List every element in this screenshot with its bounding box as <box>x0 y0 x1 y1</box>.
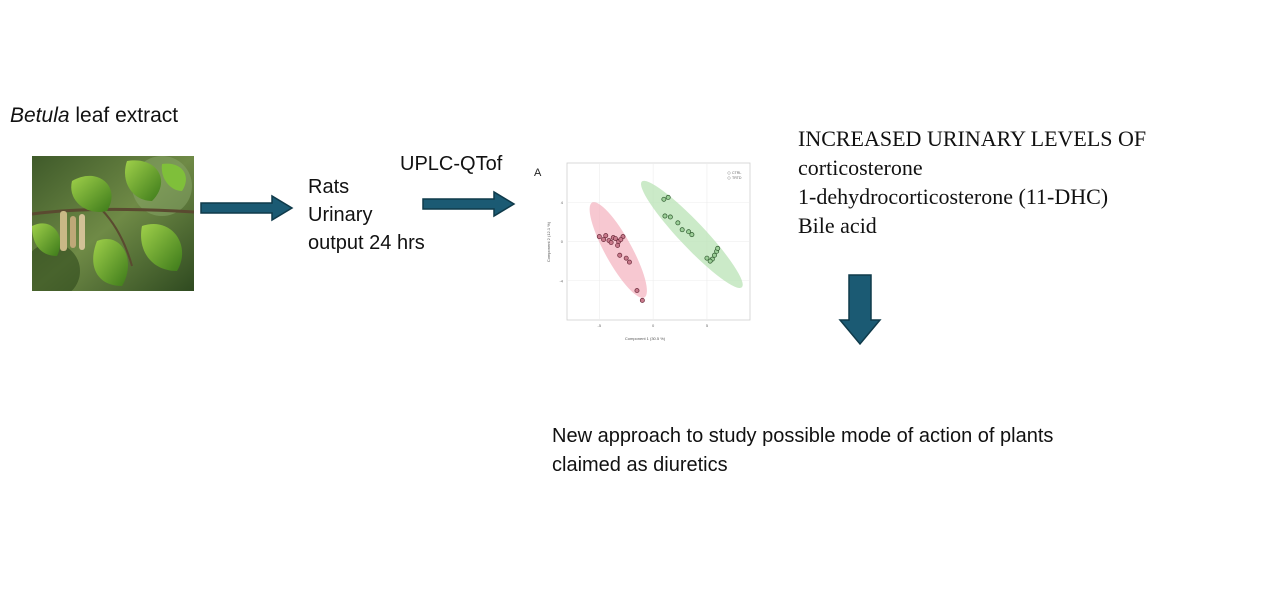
data-point <box>675 220 681 226</box>
data-point <box>626 259 632 265</box>
data-point <box>617 252 623 258</box>
arrow-down-icon <box>838 274 882 351</box>
y-axis-label: Component 2 (12.1 %) <box>546 221 551 262</box>
data-point <box>665 194 671 200</box>
data-point <box>689 232 695 238</box>
source-title-rest: leaf extract <box>69 104 179 127</box>
legend-label: TRTD <box>732 176 742 180</box>
data-point <box>601 237 607 242</box>
data-point <box>634 288 640 294</box>
data-point <box>603 233 609 239</box>
conclusion-text: New approach to study possible mode of a… <box>552 422 1053 480</box>
data-point <box>615 242 621 248</box>
legend-label: CTRL <box>732 171 741 175</box>
arrow-right-icon <box>422 190 516 223</box>
data-point <box>712 252 717 258</box>
data-point <box>623 255 629 261</box>
birch-leaves-photo <box>32 156 194 291</box>
source-title: Betula leaf extract <box>10 104 178 128</box>
finding-item: Bile acid <box>798 213 877 238</box>
data-point <box>608 240 614 245</box>
model-line-2: Urinary <box>308 204 373 226</box>
data-point <box>639 297 645 303</box>
conclusion-line-2: claimed as diuretics <box>552 454 728 476</box>
legend-marker <box>727 171 731 175</box>
x-axis-label: Component 1 (30.5 %) <box>625 336 666 341</box>
model-line-1: Rats <box>308 176 350 198</box>
data-point <box>679 227 685 233</box>
y-tick-label: 4 <box>561 200 564 205</box>
data-point <box>686 229 692 235</box>
data-point <box>667 214 673 220</box>
arrow-right-icon <box>200 194 294 227</box>
y-tick-label: 0 <box>561 239 564 244</box>
model-line-3: output 24 hrs <box>308 232 425 254</box>
confidence-ellipse <box>589 202 647 298</box>
y-tick-label: -4 <box>559 278 563 283</box>
data-point <box>704 255 710 261</box>
findings-block: INCREASED URINARY LEVELS OF corticostero… <box>798 124 1146 240</box>
data-point <box>715 245 721 251</box>
data-point <box>661 196 667 202</box>
x-tick-label: -5 <box>598 323 602 328</box>
conclusion-line-1: New approach to study possible mode of a… <box>552 425 1054 447</box>
legend-marker <box>727 176 731 180</box>
method-label: UPLC-QTof <box>400 153 503 175</box>
study-model: Rats Urinary output 24 hrs <box>308 173 425 257</box>
data-point <box>612 236 618 242</box>
findings-heading: INCREASED URINARY LEVELS OF <box>798 126 1147 151</box>
data-point <box>596 234 602 240</box>
axis-ticks: -5 0 5 4 0 -4 <box>559 200 708 328</box>
data-point <box>662 213 668 219</box>
finding-item: 1-dehydrocorticosterone (11-DHC) <box>798 184 1109 209</box>
data-point <box>618 237 624 242</box>
source-title-genus: Betula <box>10 104 70 127</box>
data-point <box>707 258 713 264</box>
panel-label: A <box>534 167 542 179</box>
x-tick-label: 0 <box>652 323 655 328</box>
finding-item: corticosterone <box>798 155 923 180</box>
data-points <box>596 194 721 303</box>
x-tick-label: 5 <box>706 323 709 328</box>
